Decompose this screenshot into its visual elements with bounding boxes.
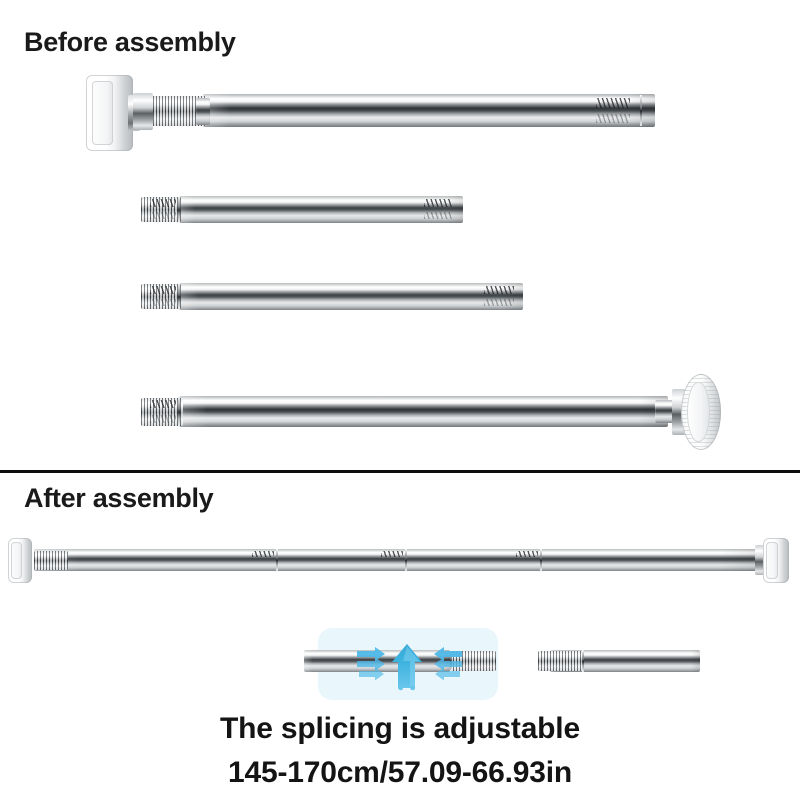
assembled-right-cap-bevel: [766, 541, 779, 580]
section-title-after: After assembly: [24, 483, 214, 513]
assembled-joint-3-seam: [540, 549, 542, 571]
splice-right-seam: [582, 650, 584, 672]
rod-1-tube: [203, 94, 655, 127]
assembled-joint-1-seam: [276, 549, 278, 571]
assembled-right-collar: [755, 545, 765, 575]
assembled-left-cap-bevel: [10, 541, 22, 580]
splice-callout-right: [538, 628, 768, 700]
rod-4-knurled-socket: [141, 398, 183, 426]
rod-4-disc-face: [687, 381, 710, 443]
rod-4-neck: [655, 400, 677, 423]
rod-1-wall-bracket: [86, 75, 140, 151]
rod-4-seam-left: [178, 396, 180, 427]
splice-left-blue-arrows: [357, 647, 385, 681]
rod-3-knurled-socket: [141, 284, 181, 309]
assembled-rod-tube: [34, 549, 764, 571]
rod-1-bracket-bevel: [91, 81, 114, 145]
section-divider: [0, 470, 800, 473]
splice-right-knurl: [538, 651, 584, 671]
rod-2-knurled-socket: [141, 197, 181, 222]
rod-3-tube: [178, 283, 523, 310]
splice-right-tube: [550, 650, 700, 672]
caption-line-1: The splicing is adjustable: [220, 712, 580, 745]
splice-up-arrow-icon: [392, 644, 422, 691]
assembled-joint-2-seam: [405, 549, 407, 571]
assembled-left-cap: [8, 538, 32, 583]
rod-1-bracket-collar: [133, 93, 153, 130]
rod-1-sleeve: [196, 98, 210, 125]
assembled-right-cap: [763, 538, 789, 583]
rod-4-disc-cap: [681, 374, 721, 450]
rod-1-tip-seam: [640, 95, 642, 126]
section-title-before: Before assembly: [24, 27, 236, 57]
caption-line-2: 145-170cm/57.09-66.93in: [228, 756, 572, 789]
assembled-left-knurl: [34, 551, 68, 570]
rod-2-seam-left: [178, 196, 180, 223]
rod-2-tube: [178, 196, 463, 223]
rod-4-tube: [178, 396, 668, 427]
splice-right-blue-arrows: [434, 647, 462, 681]
rod-3-seam-left: [178, 283, 180, 310]
